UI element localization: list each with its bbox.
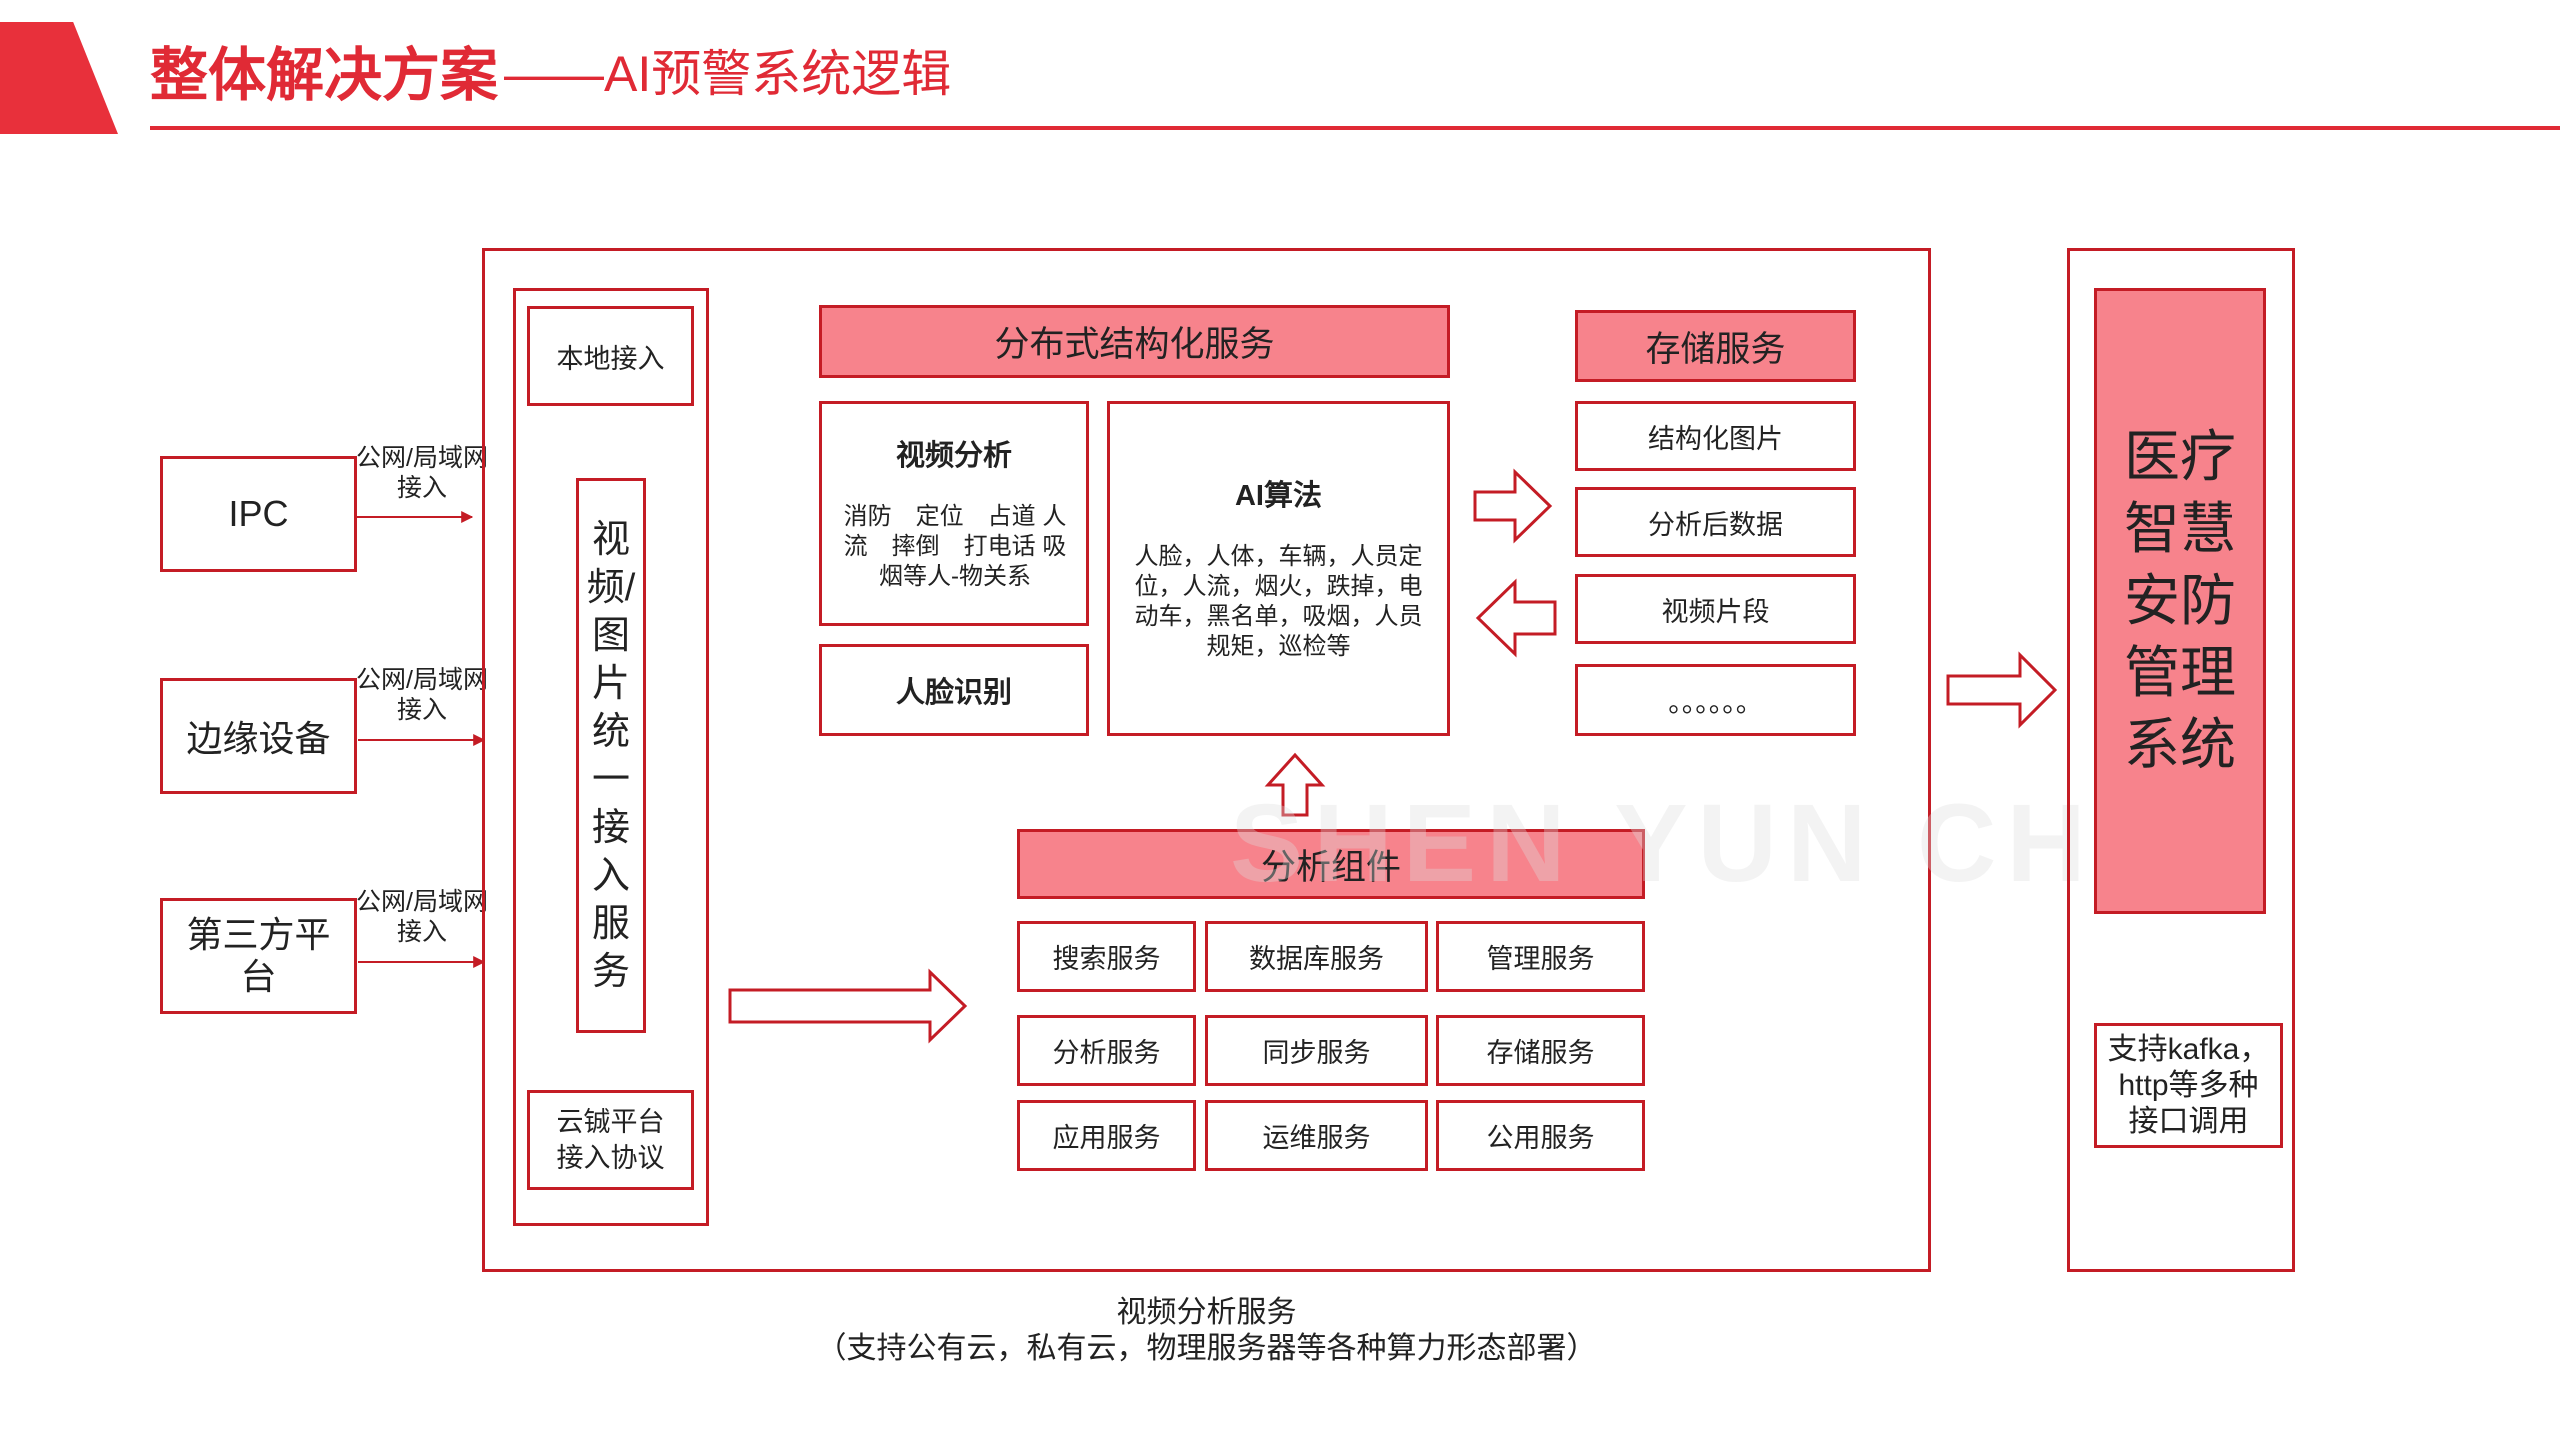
component-service: 分析服务 — [1017, 1015, 1196, 1086]
component-service: 运维服务 — [1205, 1100, 1428, 1171]
video-analysis-text: 消防 定位 占道 人流 摔倒 打电话 吸烟等人-物关系 — [843, 503, 1067, 590]
medical-system-title: 医疗智慧安防管理系统 — [2124, 425, 2236, 776]
storage-header-label: 存储服务 — [1645, 329, 1786, 369]
component-service-label: 分析服务 — [1052, 1038, 1161, 1068]
storage-item-label: 。。。。。。 — [1668, 687, 1763, 718]
component-service-label: 运维服务 — [1262, 1123, 1371, 1153]
ipc-net-label: 公网/局域网接入 — [356, 444, 488, 502]
up-arrow — [1264, 752, 1326, 817]
storage-item-label: 视频片段 — [1661, 596, 1770, 627]
component-service: 数据库服务 — [1205, 921, 1428, 992]
local-access-box: 本地接入 — [527, 306, 694, 406]
face-recognition-label: 人脸识别 — [895, 677, 1012, 709]
to-components-arrow — [728, 968, 968, 1044]
unified-access-box: 视频/图片统一接入服务 — [576, 478, 646, 1033]
storage-item: 分析后数据 — [1575, 487, 1856, 557]
source-ipc: IPC — [160, 456, 357, 572]
watermark: SHEN YUN CH — [1230, 782, 2096, 905]
protocol-label: 云铖平台接入协议 — [556, 1107, 665, 1173]
title-underline — [150, 126, 2560, 130]
protocol-box: 云铖平台接入协议 — [527, 1090, 694, 1190]
video-analysis-title: 视频分析 — [895, 440, 1012, 472]
component-service: 搜索服务 — [1017, 921, 1196, 992]
component-service-label: 管理服务 — [1486, 944, 1595, 974]
distributed-header: 分布式结构化服务 — [819, 305, 1450, 378]
to-storage-arrow — [1473, 468, 1553, 544]
component-service-label: 搜索服务 — [1052, 944, 1161, 974]
storage-item-label: 结构化图片 — [1648, 423, 1783, 454]
component-service-label: 公用服务 — [1486, 1123, 1595, 1153]
component-service-label: 应用服务 — [1052, 1123, 1161, 1153]
component-service: 存储服务 — [1436, 1015, 1645, 1086]
source-edge-label: 边缘设备 — [186, 718, 331, 759]
to-medical-arrow — [1946, 651, 2058, 729]
ai-algorithm-box: AI算法 人脸，人体，车辆，人员定位，人流，烟火，跌掉，电动车，黑名单，吸烟，人… — [1107, 401, 1450, 736]
source-third-party-label: 第三方平台 — [186, 914, 331, 997]
ai-algorithm-text: 人脸，人体，车辆，人员定位，人流，烟火，跌掉，电动车，黑名单，吸烟，人员规矩，巡… — [1134, 543, 1423, 660]
from-storage-arrow — [1475, 578, 1557, 658]
storage-item: 。。。。。。 — [1575, 664, 1856, 736]
components-header: 分析组件 — [1017, 829, 1645, 899]
title-main: 整体解决方案 — [150, 43, 499, 108]
edge-net-label: 公网/局域网接入 — [356, 666, 488, 724]
interface-support-box: 支持kafka，http等多种接口调用 — [2094, 1023, 2283, 1148]
source-ipc-label: IPC — [228, 493, 289, 534]
caption: 视频分析服务 （支持公有云，私有云，物理服务器等各种算力形态部署） — [482, 1295, 1931, 1367]
title-sub: ——AI预警系统逻辑 — [504, 46, 952, 102]
video-analysis-box: 视频分析 消防 定位 占道 人流 摔倒 打电话 吸烟等人-物关系 — [819, 401, 1089, 626]
local-access-label: 本地接入 — [556, 343, 665, 374]
caption-line1: 视频分析服务 — [1116, 1296, 1297, 1329]
distributed-header-label: 分布式结构化服务 — [994, 325, 1275, 364]
component-service: 公用服务 — [1436, 1100, 1645, 1171]
source-edge: 边缘设备 — [160, 678, 357, 794]
component-service-label: 同步服务 — [1262, 1038, 1371, 1068]
storage-item: 结构化图片 — [1575, 401, 1856, 471]
component-service: 同步服务 — [1205, 1015, 1428, 1086]
storage-header: 存储服务 — [1575, 310, 1856, 382]
face-recognition-box: 人脸识别 — [819, 644, 1089, 736]
ai-algorithm-title: AI算法 — [1234, 480, 1322, 512]
access-column — [513, 288, 709, 1226]
video-analysis-service-container — [482, 248, 1931, 1272]
storage-item-label: 分析后数据 — [1648, 509, 1783, 540]
caption-line2: （支持公有云，私有云，物理服务器等各种算力形态部署） — [816, 1332, 1597, 1365]
components-header-label: 分析组件 — [1260, 847, 1401, 887]
component-service: 应用服务 — [1017, 1100, 1196, 1171]
component-service-label: 存储服务 — [1486, 1038, 1595, 1068]
page-title: 整体解决方案 ——AI预警系统逻辑 — [150, 0, 951, 140]
medical-system-box: 医疗智慧安防管理系统 — [2094, 288, 2266, 914]
component-service: 管理服务 — [1436, 921, 1645, 992]
source-third-party: 第三方平台 — [160, 898, 357, 1014]
component-service-label: 数据库服务 — [1249, 944, 1384, 974]
storage-item: 视频片段 — [1575, 574, 1856, 644]
medical-system-container — [2067, 248, 2295, 1272]
third-net-label: 公网/局域网接入 — [356, 888, 488, 946]
unified-access-label: 视频/图片统一接入服务 — [586, 518, 636, 993]
interface-support-label: 支持kafka，http等多种接口调用 — [2107, 1032, 2270, 1138]
